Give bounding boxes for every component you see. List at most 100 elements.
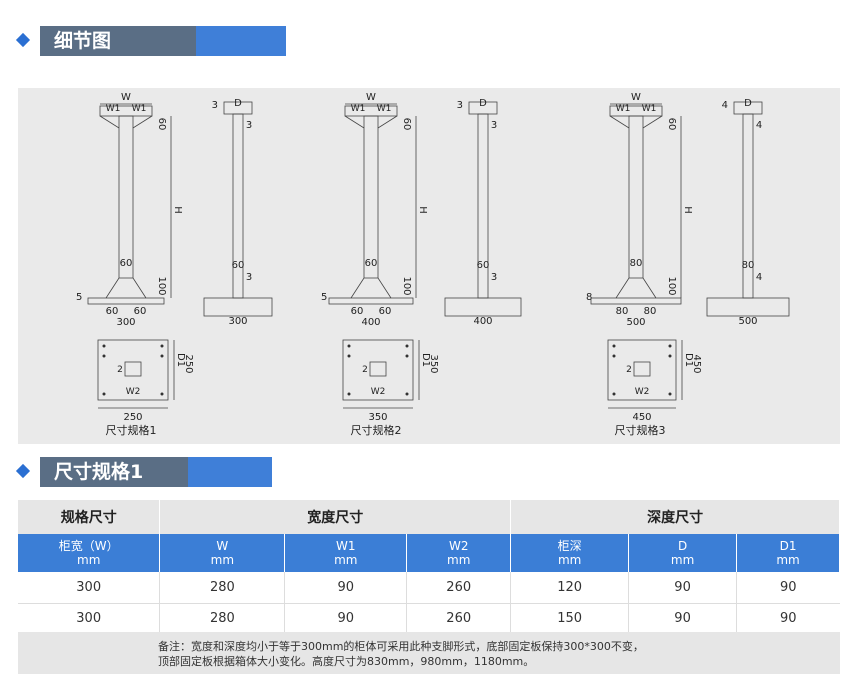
- column-unit: mm: [776, 553, 800, 567]
- label-W1: W1: [106, 104, 121, 114]
- gusset-line: [615, 277, 630, 299]
- table-cell: 90: [284, 572, 408, 604]
- gusset-line: [350, 277, 365, 299]
- label-foot: 8: [586, 292, 592, 303]
- label-plate-width: 250: [123, 412, 142, 423]
- label-D: D: [479, 98, 487, 109]
- label-top-thickness: 3: [212, 100, 218, 111]
- group-header-depth: 深度尺寸: [510, 500, 840, 534]
- label-plate-depth: 250: [183, 354, 194, 373]
- note-line: 顶部固定板根据箱体大小变化。高度尺寸为830mm，980mm，1180mm。: [158, 655, 535, 668]
- table-cell: 260: [406, 603, 512, 635]
- bolt-hole-marker: [347, 354, 351, 358]
- label-bottom-height: 100: [401, 276, 412, 295]
- group-header-spec: 规格尺寸: [18, 500, 161, 534]
- label-plate-width: 350: [368, 412, 387, 423]
- table-cell: 300: [18, 603, 161, 635]
- label-two: 2: [626, 365, 632, 375]
- base-plate: [328, 297, 414, 305]
- label-W1: W1: [132, 104, 147, 114]
- center-hole: [369, 361, 387, 377]
- bolt-hole-marker: [102, 344, 106, 348]
- label-W1: W1: [351, 104, 366, 114]
- label-side-base: 400: [473, 316, 492, 327]
- bolt-hole-marker: [668, 344, 672, 348]
- column-unit: mm: [670, 553, 695, 567]
- bolt-hole-marker: [160, 344, 164, 348]
- label-top-height: 60: [401, 118, 412, 131]
- bolt-hole-marker: [612, 392, 616, 396]
- label-W: W: [366, 92, 376, 103]
- column-header: 柜宽（W）mm: [18, 534, 161, 572]
- table-cell: 280: [159, 572, 286, 604]
- diamond-bullet-icon: [15, 32, 31, 48]
- base-plate: [590, 297, 682, 305]
- note-line: 备注：宽度和深度均小于等于300mm的柜体可采用此种支脚形式，底部固定板保持30…: [158, 640, 644, 653]
- table-cell: 300: [18, 572, 161, 604]
- label-D: D: [744, 98, 752, 109]
- side-base-plate: [444, 297, 522, 317]
- table-row: 300 280 90 260 150 90 90: [18, 603, 840, 635]
- label-side-base: 300: [228, 316, 247, 327]
- post: [118, 115, 134, 279]
- label-plate-width: 450: [632, 412, 651, 423]
- label-base-post: 60: [351, 306, 364, 317]
- section-title: 尺寸规格1: [40, 457, 188, 487]
- label-D1: D1: [175, 353, 186, 367]
- group-header-width: 宽度尺寸: [159, 500, 512, 534]
- section-title-accent: [196, 26, 286, 56]
- table-note: 备注：宽度和深度均小于等于300mm的柜体可采用此种支脚形式，底部固定板保持30…: [18, 632, 840, 674]
- column-unit: mm: [447, 553, 471, 567]
- label-H: H: [172, 206, 183, 214]
- table-cell: 120: [510, 572, 630, 604]
- label-two: 2: [117, 365, 123, 375]
- label-base-post: 60: [134, 306, 147, 317]
- label-top-thickness: 3: [491, 120, 497, 131]
- base-plate: [87, 297, 165, 305]
- label-two: 2: [362, 365, 368, 375]
- bolt-hole-marker: [668, 392, 672, 396]
- label-W1: W1: [377, 104, 392, 114]
- label-post-width: 60: [120, 258, 133, 269]
- gusset-line: [377, 277, 392, 299]
- label-side-post: 80: [742, 260, 755, 271]
- brace-line: [99, 115, 120, 129]
- gusset-line: [642, 277, 657, 299]
- brace-line: [642, 115, 663, 129]
- bolt-hole-marker: [668, 354, 672, 358]
- label-top-thickness: 3: [246, 120, 252, 131]
- bottom-plate-plan: [97, 339, 169, 401]
- label-top-height: 60: [156, 118, 167, 131]
- drawing-caption: 尺寸规格2: [351, 423, 402, 437]
- diamond-bullet-icon: [15, 463, 31, 479]
- label-base-width: 300: [116, 317, 135, 328]
- column-name: D1: [779, 539, 797, 553]
- table-cell: 90: [736, 572, 840, 604]
- label-base-post: 80: [616, 306, 629, 317]
- post: [628, 115, 644, 279]
- column-name: W: [216, 539, 229, 553]
- label-top-thickness: 4: [722, 100, 728, 111]
- label-plate-depth: 350: [428, 354, 439, 373]
- label-side-post: 60: [232, 260, 245, 271]
- bolt-hole-marker: [405, 392, 409, 396]
- brace-line: [132, 115, 153, 129]
- section-title-accent: [188, 457, 272, 487]
- label-W2: W2: [371, 387, 386, 397]
- table-cell: 90: [736, 603, 840, 635]
- label-D: D: [234, 98, 242, 109]
- bolt-hole-marker: [405, 344, 409, 348]
- label-post-width: 60: [365, 258, 378, 269]
- table-cell: 280: [159, 603, 286, 635]
- label-W1: W1: [616, 104, 631, 114]
- column-name: 柜深: [557, 539, 582, 553]
- center-hole: [633, 361, 651, 377]
- column-unit: mm: [334, 553, 358, 567]
- label-bottom-thickness: 3: [246, 272, 252, 283]
- label-bottom-thickness: 3: [491, 272, 497, 283]
